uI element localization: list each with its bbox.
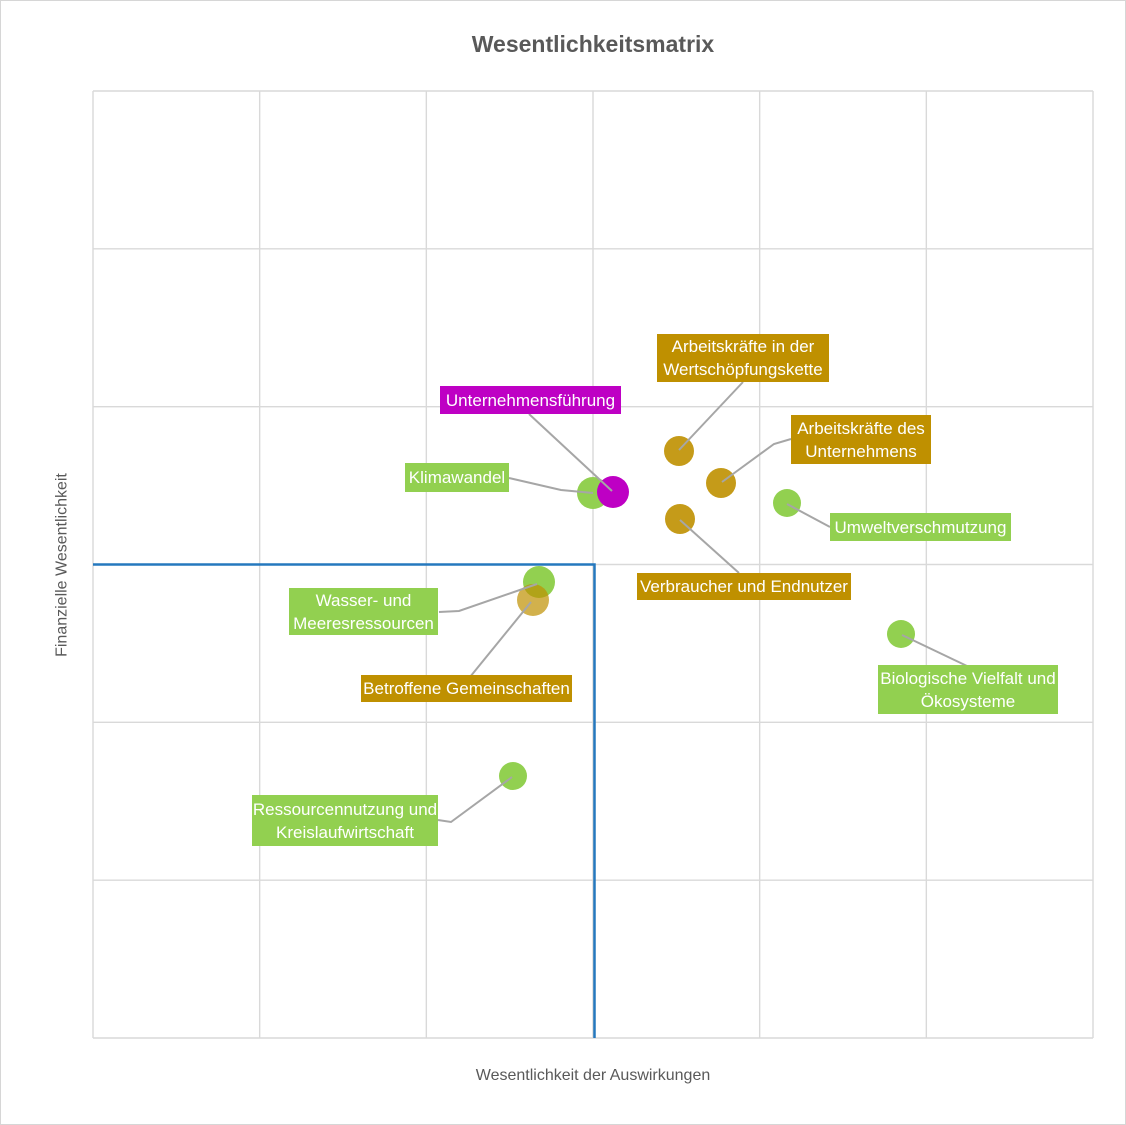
leader-line <box>437 776 513 824</box>
leader-line <box>721 438 792 483</box>
point-label: Arbeitskräfte des Unternehmens <box>791 415 931 464</box>
point-label: Biologische Vielfalt und Ökosysteme <box>878 665 1058 714</box>
x-axis-title: Wesentlichkeit der Auswirkungen <box>475 1067 711 1084</box>
leader-line <box>508 477 594 494</box>
data-point[interactable] <box>664 436 694 466</box>
leader-line <box>679 519 740 574</box>
point-label: Klimawandel <box>405 463 509 492</box>
leader-line <box>678 381 744 451</box>
point-label: Betroffene Gemeinschaften <box>361 675 572 702</box>
threshold-line <box>93 563 596 1038</box>
data-point[interactable] <box>706 468 736 498</box>
data-point[interactable] <box>887 620 915 648</box>
point-label: Umweltverschmutzung <box>830 513 1011 541</box>
point-label: Verbraucher und Endnutzer <box>637 573 851 600</box>
data-point[interactable] <box>773 489 801 517</box>
point-label: Wasser- und Meeresressourcen <box>289 588 438 635</box>
point-label: Arbeitskräfte in der Wertschöpfungskette <box>657 334 829 382</box>
point-label: Ressourcennutzung und Kreislaufwirtschaf… <box>252 795 438 846</box>
leader-line <box>469 601 532 678</box>
chart-title: Wesentlichkeitsmatrix <box>471 31 715 57</box>
leader-line <box>786 503 831 528</box>
leader-line <box>438 583 538 613</box>
data-point[interactable] <box>499 762 527 790</box>
leader-line <box>901 634 968 667</box>
point-label: Unternehmensführung <box>440 386 621 414</box>
leader-line <box>528 413 613 492</box>
y-axis-title: Finanzielle Wesentlichkeit <box>53 473 71 657</box>
